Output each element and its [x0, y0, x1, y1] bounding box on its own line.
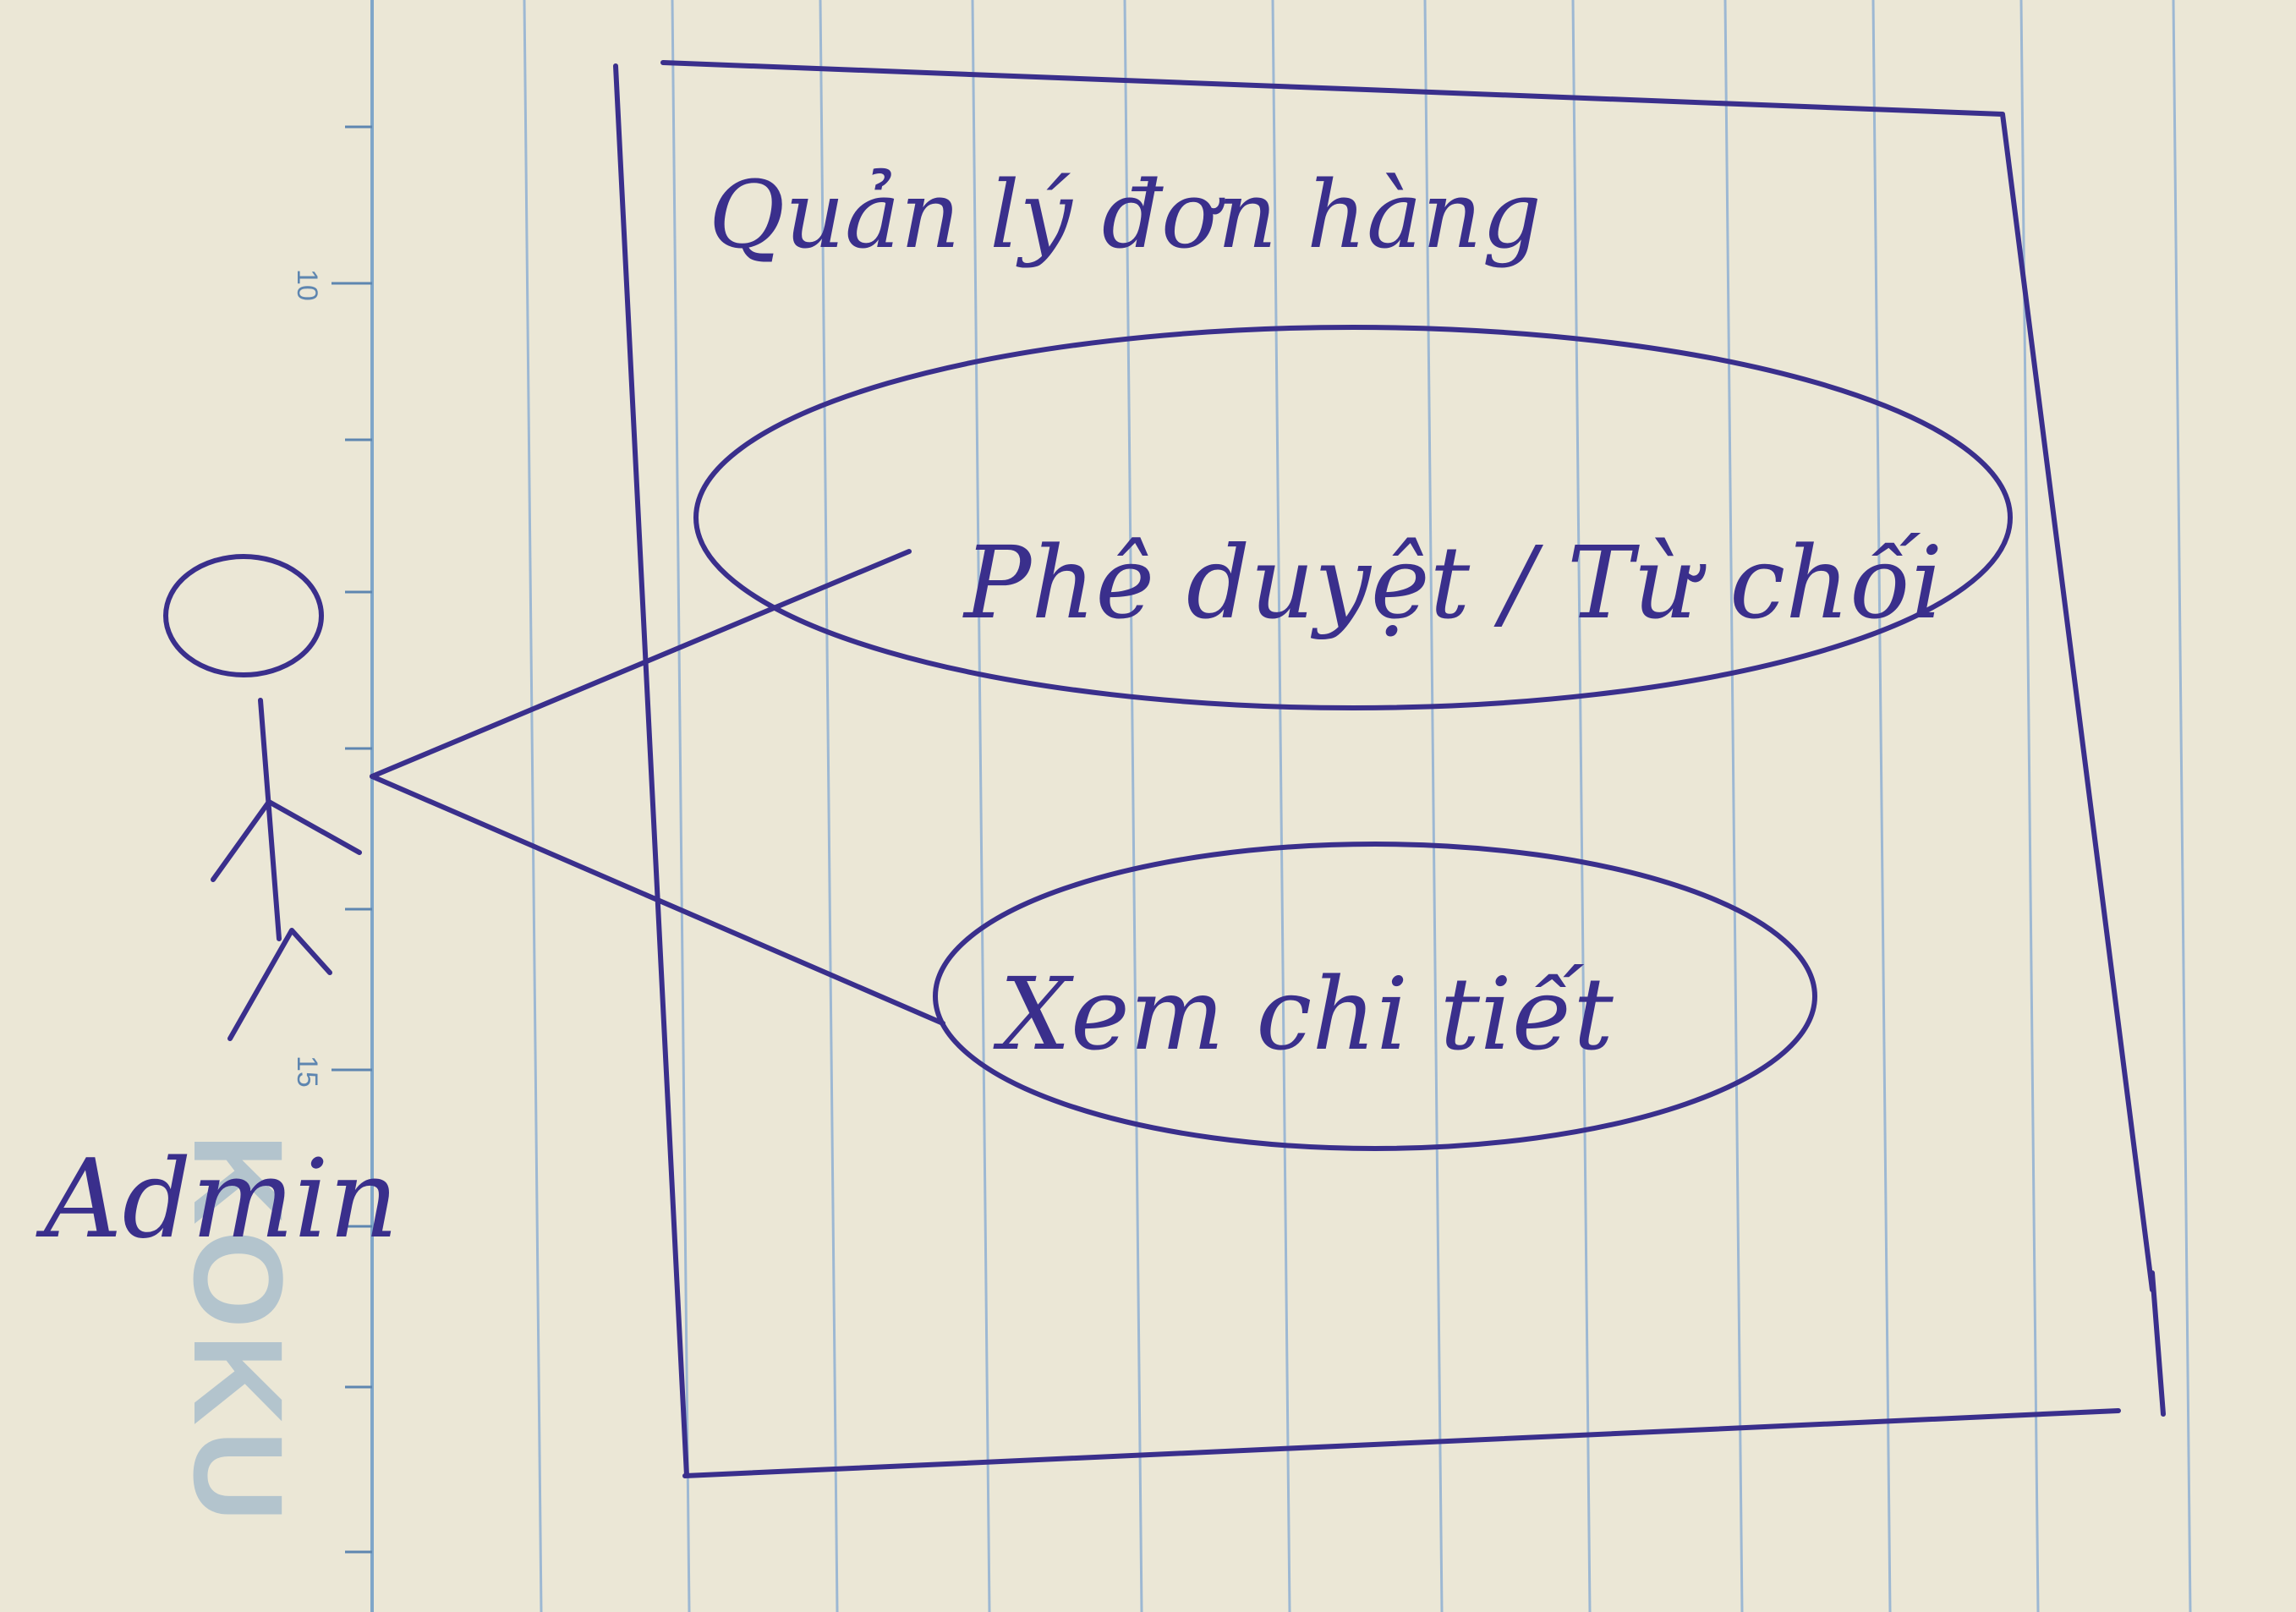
actor-head [163, 554, 324, 677]
system-boundary-rectangle [613, 60, 2166, 1478]
use-case-label-view-details: Xem chi tiết [993, 956, 1614, 1072]
ruler-mark-10: 10 [291, 269, 323, 301]
actor-arms [211, 799, 362, 882]
notebook-rule-lines [523, 0, 2192, 1612]
system-boundary-title: Quản lý đơn hàng [709, 161, 1542, 269]
ruler-mark-15: 15 [291, 1055, 323, 1088]
use-case-label-approve-reject: Phê duyệt / Từ chối [962, 524, 1943, 641]
association-line-view-details [370, 774, 945, 1026]
association-line-approve-reject [370, 549, 912, 779]
actor-label: Admin [36, 1137, 398, 1263]
use-case-ellipse-approve-reject [693, 325, 2013, 710]
actor-legs [227, 928, 332, 1041]
actor-stick-figure [163, 554, 362, 1041]
notebook-brand-print: KOKU [167, 1133, 310, 1527]
use-case-ellipse-view-details [933, 842, 1817, 1151]
notebook-margin-ruler: 10 15 KOKU [167, 0, 374, 1612]
actor-body [258, 698, 282, 941]
